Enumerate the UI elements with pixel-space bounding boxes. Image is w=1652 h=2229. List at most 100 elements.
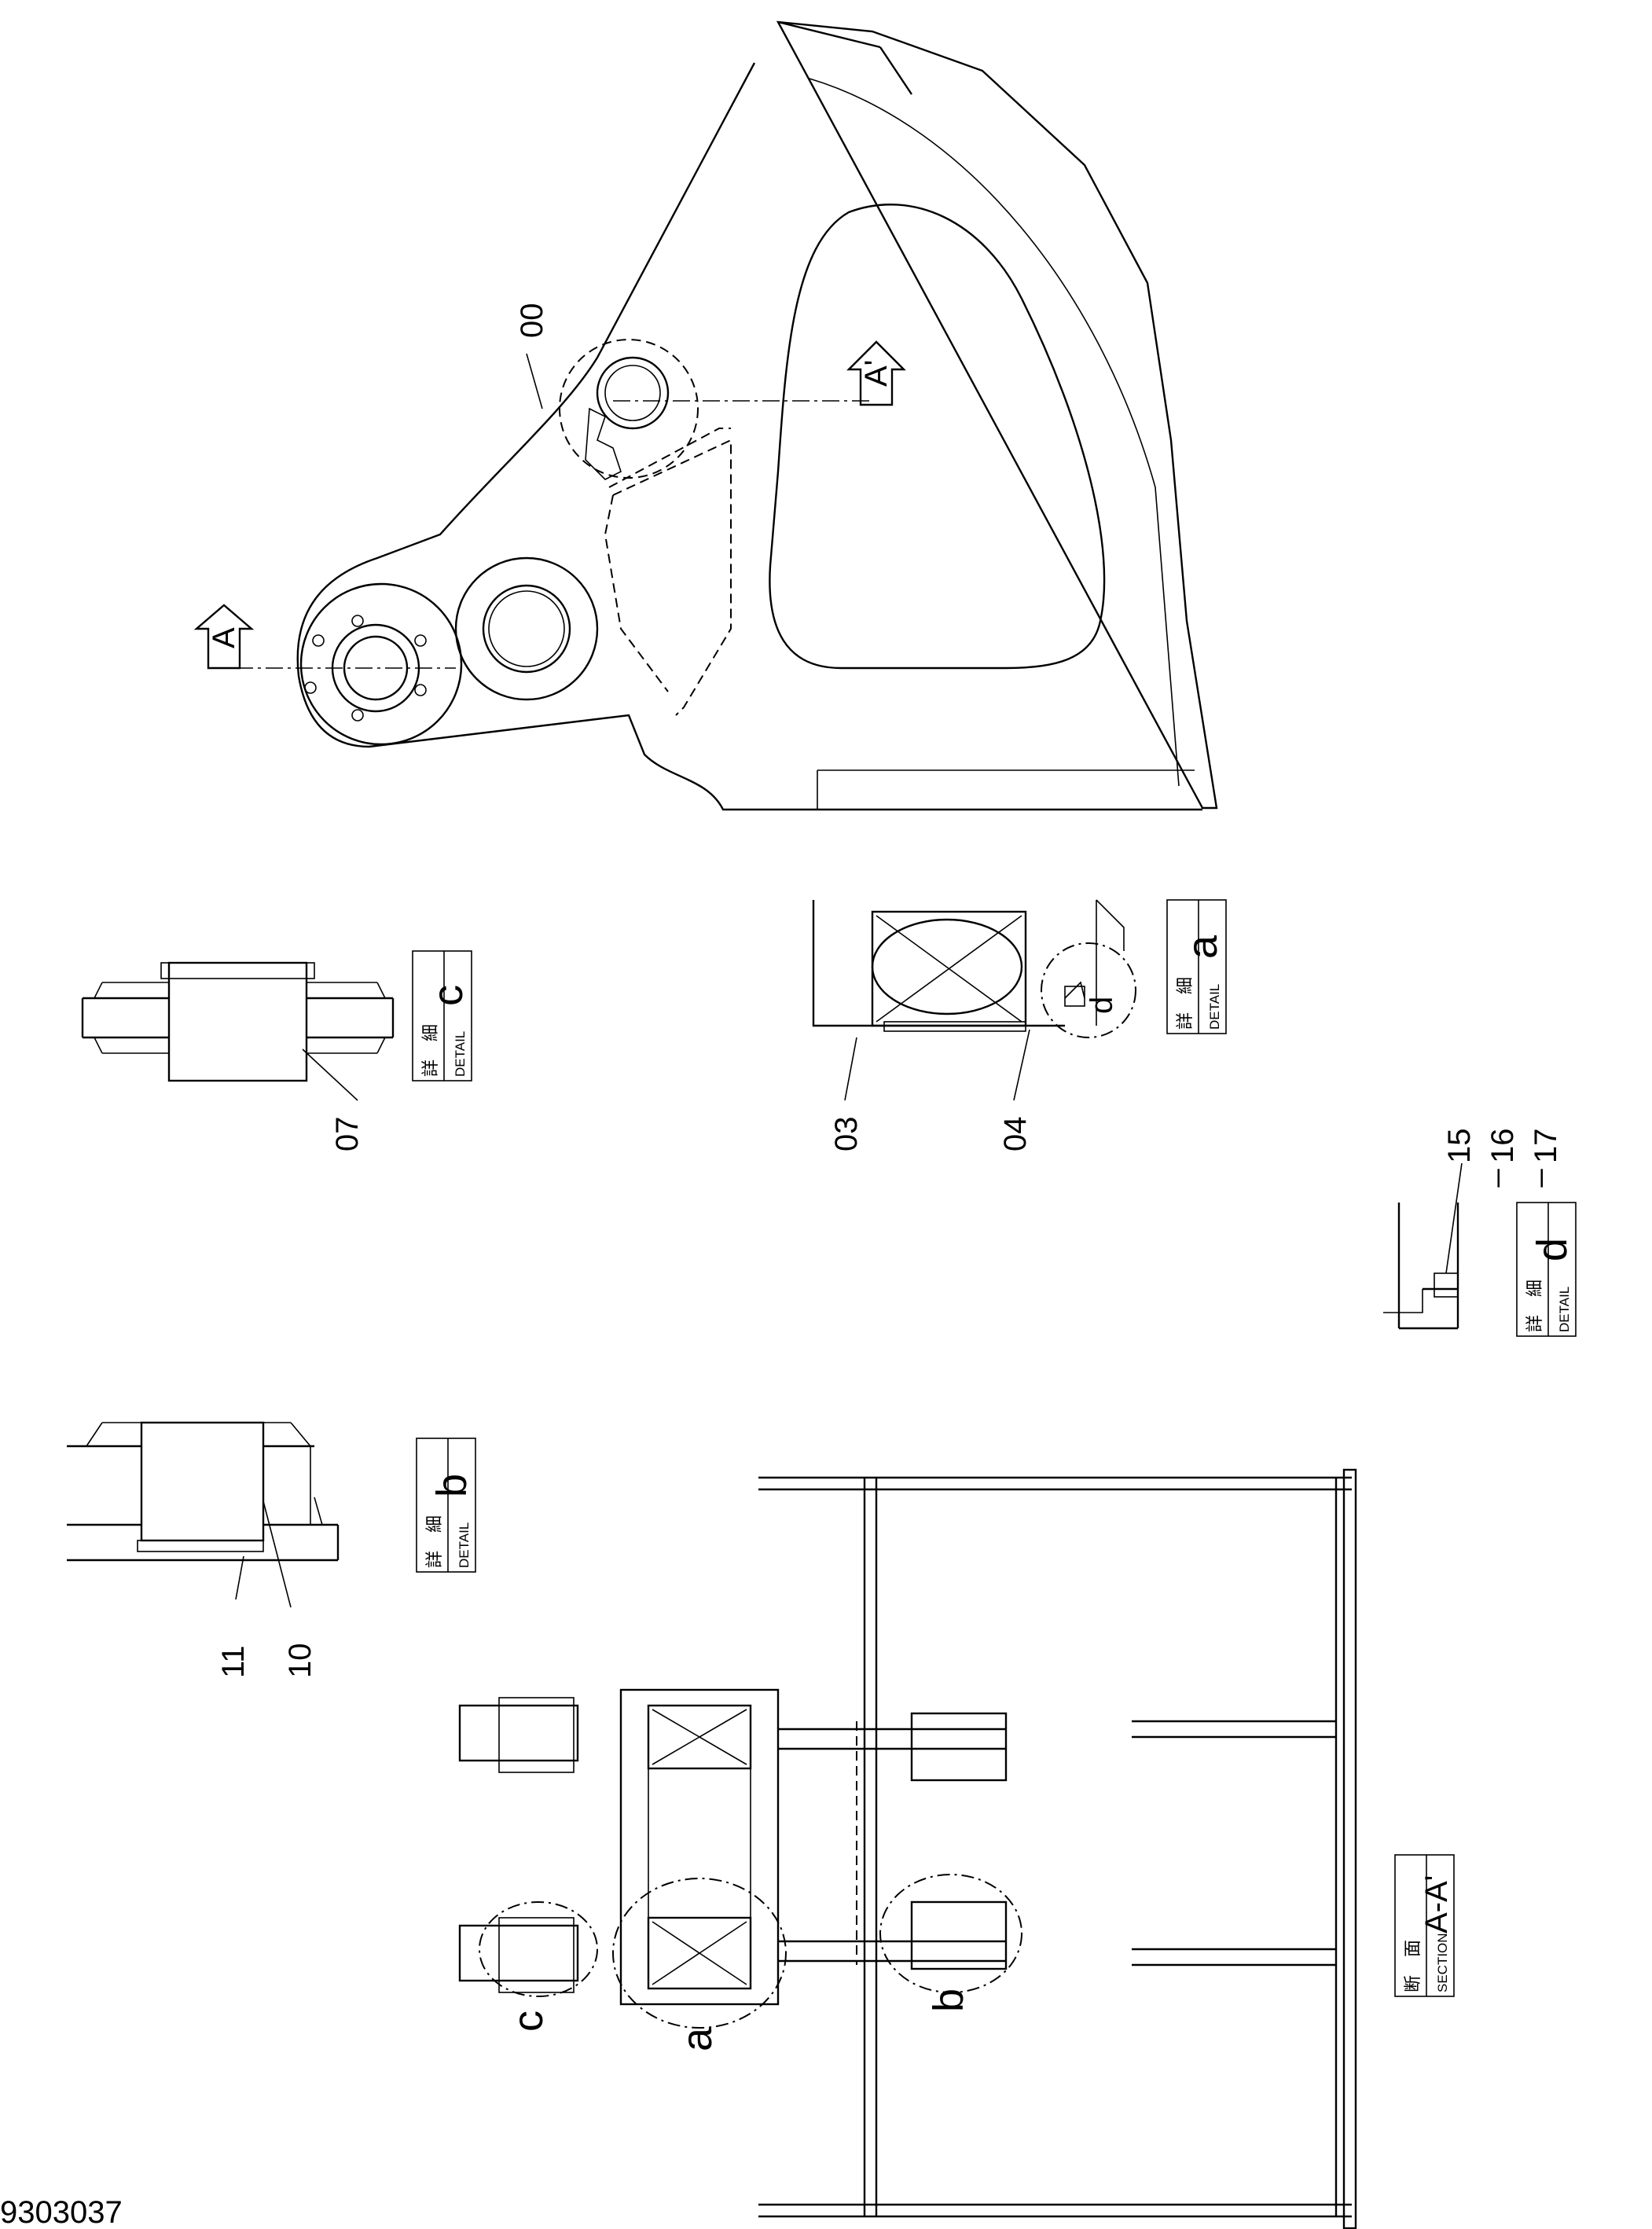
weld-marks (86, 1422, 323, 1526)
detail-callout-a: a (674, 2027, 721, 2051)
title-box-detail-d: 詳 細 DETAIL d (1516, 1202, 1577, 1337)
bolt-hole (414, 634, 427, 647)
plate-edges (67, 1445, 340, 1562)
detail-callout-d: d (1085, 997, 1119, 1014)
detail-d-view: 15 16 17 _ _ (1383, 1129, 1563, 1330)
spacer-ellipse (871, 918, 1023, 1015)
side-plate-outline-upper (777, 20, 912, 95)
section-arrow-a: A (193, 604, 255, 670)
part-label-11: 11 (216, 1645, 251, 1678)
weld-marks (94, 982, 386, 1054)
pin-boss-upper-left (458, 1704, 579, 1762)
link-inner-lines (648, 1768, 751, 1918)
svg-text:b: b (428, 1474, 475, 1497)
pin-boss-lower-left (458, 1924, 579, 1982)
leader-07 (302, 1048, 358, 1101)
bolt-hole (351, 709, 364, 722)
bolt-hole (414, 684, 427, 696)
leader-03 (844, 1037, 857, 1101)
detail-a-view: d 03 04 (812, 899, 1136, 1152)
side-plate-liner (809, 78, 1180, 787)
svg-text:DETAIL: DETAIL (1557, 1287, 1572, 1332)
grease-nipple (1064, 986, 1085, 1007)
side-plate-lower-edge (296, 62, 1202, 811)
svg-text:詳: 詳 (420, 1059, 440, 1077)
reinforcement-dashed (604, 428, 732, 716)
svg-text:SECTION: SECTION (1435, 1933, 1450, 1992)
bushing-flange (160, 962, 315, 979)
spacer-lower-cross (652, 1921, 747, 1985)
link-frame (619, 1688, 780, 2006)
pin-boss-upper-inner (498, 1697, 575, 1773)
side-view: 00 A A' (193, 20, 1218, 811)
svg-text:c: c (424, 985, 472, 1006)
bolt-hole (304, 681, 317, 694)
title-box-detail-c: 詳 細 DETAIL c (412, 950, 472, 1081)
window-cutout (769, 204, 1106, 670)
title-box-section: 断 面 SECTION A-A' (1394, 1854, 1455, 1997)
bushing-body (140, 1421, 265, 1542)
part-label-15: 15 (1442, 1129, 1477, 1164)
leader-04 (1013, 1029, 1030, 1101)
svg-text:DETAIL: DETAIL (453, 1031, 468, 1077)
stiffener-lines (1132, 1720, 1336, 1966)
grease-nipple (1434, 1272, 1459, 1298)
part-label-17: 17 (1529, 1129, 1563, 1164)
side-plate-outline (776, 20, 1218, 810)
svg-text:A': A' (859, 360, 894, 387)
pin-bore-upper (604, 365, 661, 421)
section-aa-view: c a b (458, 1468, 1357, 2229)
cutting-edge (1342, 1468, 1357, 2229)
detail-callout-c: c (505, 2011, 552, 2032)
hook-bracket (585, 407, 622, 480)
leader-15 (1445, 1162, 1463, 1274)
spacer-cross (876, 915, 1022, 1023)
part-label-00: 00 (515, 303, 549, 339)
part-label-17-separator: _ (1509, 1169, 1544, 1188)
plate-edge (812, 900, 1065, 1027)
boss-outline-dashed (559, 339, 699, 479)
detail-b-callout-circle (879, 1874, 1022, 1993)
part-label-07: 07 (330, 1117, 365, 1152)
part-label-16: 16 (1485, 1129, 1520, 1164)
leader-10 (262, 1500, 292, 1608)
svg-text:細: 細 (1175, 977, 1195, 994)
svg-text:DETAIL: DETAIL (1207, 984, 1222, 1030)
plate-section (1397, 1203, 1459, 1330)
spacer-lower (647, 1916, 752, 1990)
part-label-03: 03 (829, 1117, 864, 1152)
part-label-04: 04 (998, 1117, 1033, 1152)
leader-11 (235, 1555, 244, 1600)
title-box-detail-b: 詳 細 DETAIL b (416, 1438, 476, 1573)
pin-boss-outer-center (454, 556, 599, 701)
svg-text:細: 細 (420, 1024, 440, 1041)
bushing-body (167, 961, 308, 1082)
title-box-detail-a: 詳 細 DETAIL a (1166, 899, 1227, 1034)
svg-text:面: 面 (1403, 1940, 1423, 1957)
pin-boss-inner-left (331, 623, 420, 713)
frame-vertical (863, 1478, 1338, 2216)
pin-bore-center (482, 584, 571, 674)
shim (883, 1021, 1026, 1032)
spacer-upper-cross (652, 1709, 747, 1765)
spacer-upper (647, 1704, 752, 1770)
detail-c-callout-circle (479, 1901, 598, 1997)
svg-text:A-A': A-A' (1419, 1875, 1454, 1933)
detail-b-view: 11 10 (67, 1421, 340, 1678)
section-arrow-a-prime: A' (846, 340, 906, 406)
svg-text:A: A (207, 627, 241, 648)
frame-horizontal (758, 1476, 1352, 2218)
plate-edge (1383, 1289, 1423, 1313)
pin-boss-outer-left (299, 582, 463, 746)
svg-text:d: d (1529, 1238, 1576, 1261)
svg-text:細: 細 (1525, 1280, 1544, 1297)
leader-00 (526, 353, 543, 409)
bushing-upper-right (910, 1712, 1008, 1782)
detail-callout-b: b (925, 1988, 972, 2012)
svg-text:詳: 詳 (424, 1551, 444, 1568)
pin-bore-inner-center (488, 590, 565, 667)
svg-text:断: 断 (1403, 1975, 1423, 1992)
pin-boss-upper (596, 356, 670, 430)
bolt-hole (312, 634, 325, 647)
